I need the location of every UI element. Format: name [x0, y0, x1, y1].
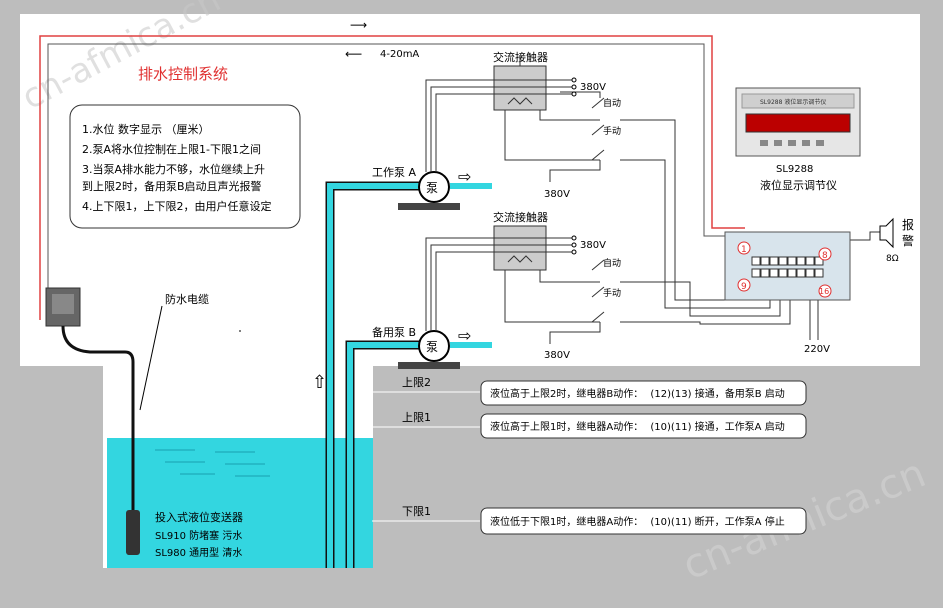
contactor-a-380v: 380V — [580, 82, 606, 93]
signal-wire-red — [39, 35, 745, 320]
alarm-label-2: 警 — [902, 233, 914, 248]
note-1: 1.水位 数字显示 （厘米） — [82, 122, 210, 136]
contactor-a-manual: 手动 — [603, 125, 621, 137]
pump-a-base — [398, 203, 460, 210]
alarm-label-1: 报 — [902, 217, 914, 232]
contactor-b-auto: 自动 — [603, 257, 621, 269]
pump-b-glyph: 泵 — [426, 340, 438, 354]
note-3: 3.当泵A排水能力不够，水位继续上升 — [82, 162, 265, 176]
level-upper-2: 上限2 液位高于上限2时，继电器B动作： (12)(13) 接通，备用泵B 启动 — [372, 376, 807, 406]
contactor-b — [493, 225, 547, 271]
instrument-220v: 220V — [804, 344, 830, 355]
terminal-row-top — [751, 256, 824, 266]
signal-wire-return — [47, 43, 745, 320]
terminal-1: 1 — [741, 245, 747, 255]
contactor-b-wiring — [425, 237, 605, 344]
terminal-16: 16 — [819, 287, 829, 296]
level-lower-1-name: 下限1 — [402, 505, 431, 518]
pump-b-380v: 380V — [544, 350, 570, 361]
pump-a-label: 工作泵 A — [372, 166, 416, 179]
pump-b-base — [398, 362, 460, 369]
level-sensor — [126, 510, 140, 555]
instrument-header — [741, 93, 855, 109]
pump-b-flow-arrow-icon: ⇨ — [458, 326, 471, 345]
contactor-a-auto: 自动 — [603, 97, 621, 109]
sensor-label-3: SL980 通用型 清水 — [155, 546, 242, 559]
signal-label: 4-20mA — [380, 49, 419, 60]
level-upper-1-name: 上限1 — [402, 411, 431, 424]
level-upper-2-box — [480, 380, 807, 406]
contactor-b-manual: 手动 — [603, 287, 621, 299]
alarm-ohm: 8Ω — [886, 254, 899, 264]
flow-up-arrow-icon: ⇧ — [312, 372, 327, 393]
speaker-icon — [879, 217, 894, 249]
terminal-8-marker — [818, 247, 832, 261]
sensor-label-1: 投入式液位变送器 — [155, 510, 243, 524]
pipe-a — [327, 183, 430, 568]
water-ripples — [155, 449, 270, 477]
instrument-model: SL9288 — [776, 164, 813, 175]
level-lower-1-box — [480, 507, 807, 535]
level-upper-1: 上限1 液位高于上限1时，继电器A动作： (10)(11) 接通，工作泵A 启动 — [372, 411, 807, 439]
contactor-b-380v: 380V — [580, 240, 606, 251]
pump-a-glyph: 泵 — [426, 181, 438, 195]
level-lower-1: 下限1 液位低于下限1时，继电器A动作： (10)(11) 断开，工作泵A 停止 — [372, 505, 807, 535]
terminal-row-bottom — [751, 268, 824, 278]
terminal-1-marker — [737, 241, 751, 255]
terminal-9: 9 — [741, 282, 747, 292]
terminal-16-marker — [818, 284, 832, 298]
page-title: 排水控制系统 — [138, 65, 228, 83]
contactor-b-label: 交流接触器 — [493, 210, 548, 224]
level-upper-1-box — [480, 413, 807, 439]
cable-label: 防水电缆 — [165, 292, 209, 306]
level-upper-2-desc: 液位高于上限2时，继电器B动作： (12)(13) 接通，备用泵B 启动 — [490, 387, 785, 400]
contactor-a — [493, 65, 547, 111]
pump-a-flow-arrow-icon: ⇨ — [458, 167, 471, 186]
terminal-9-marker — [737, 278, 751, 292]
terminal-8: 8 — [822, 251, 828, 261]
instrument-panel-text: SL9288 液位显示调节仪 — [760, 98, 826, 106]
pump-b-label: 备用泵 B — [372, 325, 416, 339]
level-upper-1-desc: 液位高于上限1时，继电器A动作： (10)(11) 接通，工作泵A 启动 — [490, 420, 785, 433]
note-3b: 到上限2时，备用泵B启动且声光报警 — [82, 179, 262, 193]
pump-a — [418, 171, 450, 203]
junction-box-window — [52, 294, 74, 314]
cable-leader — [139, 305, 163, 411]
pump-b — [418, 330, 450, 362]
note-2: 2.泵A将水位控制在上限1-下限1之间 — [82, 142, 261, 156]
notes-box — [69, 104, 301, 229]
instrument-buttons — [760, 140, 824, 146]
contactor-a-wiring — [425, 56, 605, 182]
arrow-left-icon: ⟵ — [345, 47, 362, 61]
instrument-display — [745, 113, 851, 133]
instrument-name: 液位显示调节仪 — [760, 178, 837, 192]
level-lower-1-desc: 液位低于下限1时，继电器A动作： (10)(11) 断开，工作泵A 停止 — [490, 515, 785, 528]
pump-a-380v: 380V — [544, 189, 570, 200]
level-upper-2-name: 上限2 — [402, 376, 431, 389]
pipe-b — [347, 342, 430, 568]
sensor-label-2: SL910 防堵塞 污水 — [155, 529, 242, 542]
waterproof-cable — [61, 325, 135, 510]
note-4: 4.上下限1，上下限2，由用户任意设定 — [82, 199, 272, 213]
arrow-right-icon: ⟶ — [350, 18, 367, 32]
